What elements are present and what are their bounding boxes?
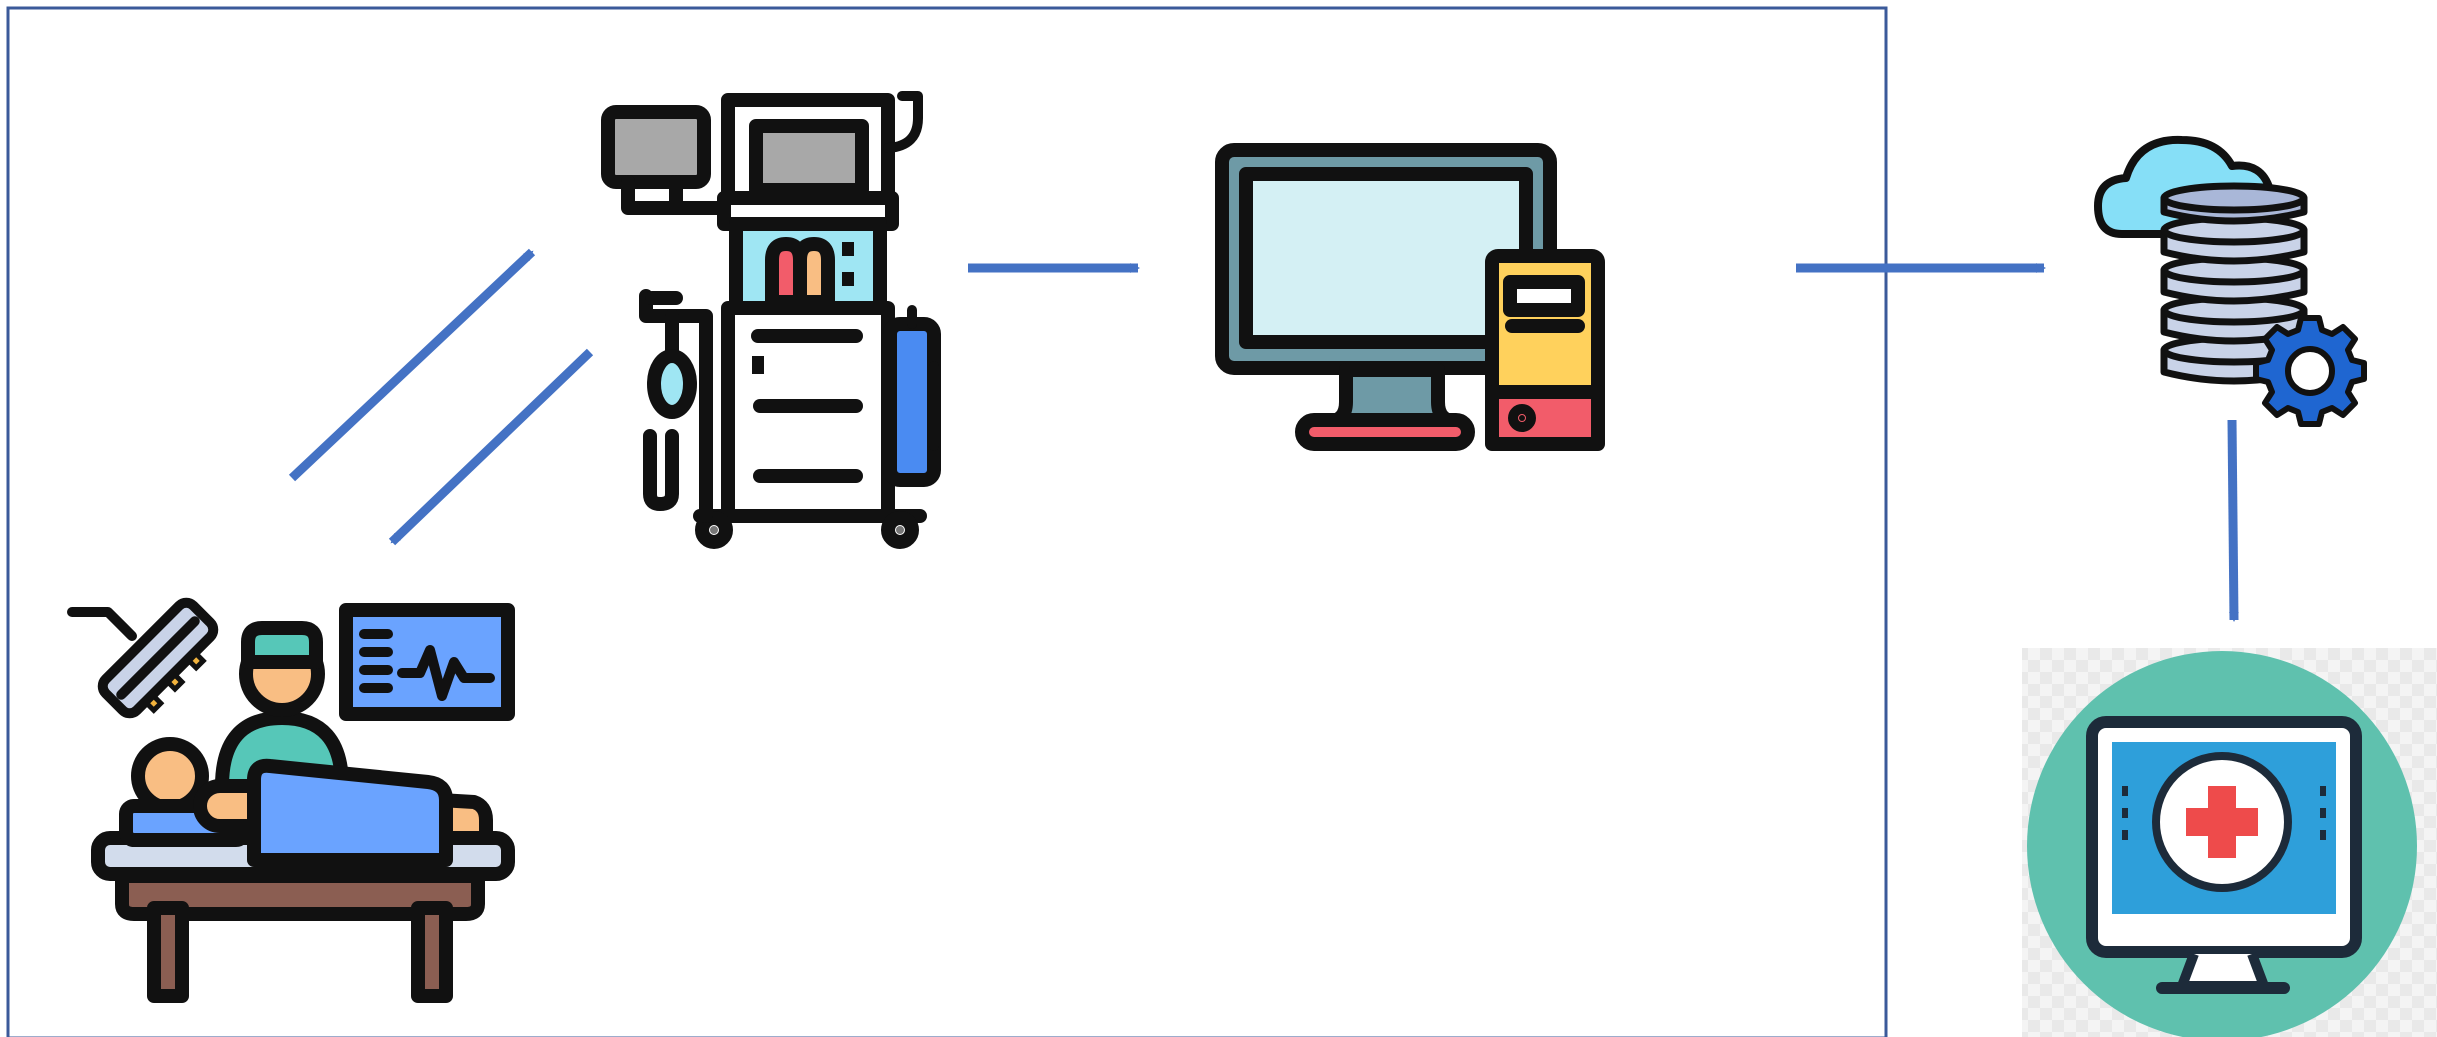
arrow-anesthesia-machine-to-operating-room: [392, 352, 590, 542]
cloud-database-gear-icon: [2098, 140, 2364, 424]
desktop-computer-icon: [1222, 150, 1598, 444]
anesthesia-machine-icon: [608, 96, 934, 542]
medical-monitor-cross-icon: [2022, 648, 2437, 1037]
arrow-cloud-database-to-medical-monitor: [2232, 420, 2234, 620]
surgery-patient-monitor-icon: [72, 599, 508, 996]
